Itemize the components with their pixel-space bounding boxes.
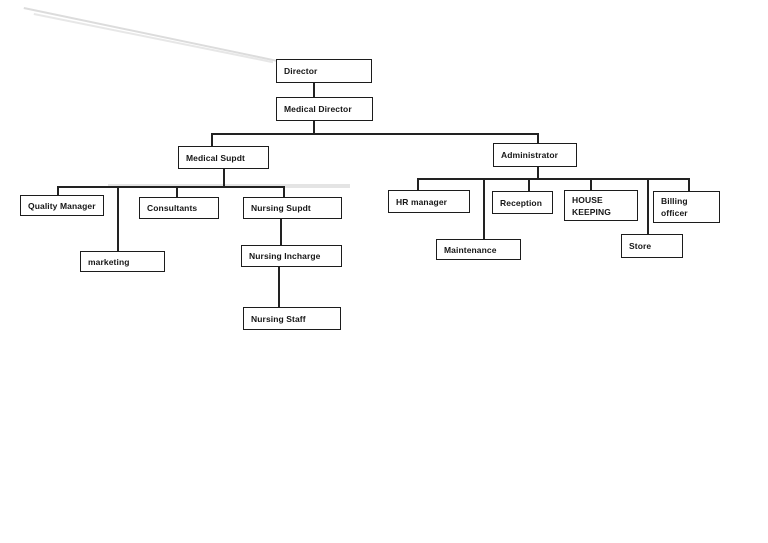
scan-streak-artifact: [33, 13, 274, 63]
org-node-marketing: marketing: [80, 251, 165, 272]
connector-line: [278, 266, 280, 308]
org-node-consultants: Consultants: [139, 197, 219, 219]
org-node-label: marketing: [88, 256, 130, 267]
org-node-nursing-incharge: Nursing Incharge: [241, 245, 342, 267]
org-node-label: Nursing Incharge: [249, 251, 321, 261]
org-node-label: Store: [629, 241, 652, 251]
connector-line: [590, 178, 592, 191]
org-node-label: Medical Director: [284, 104, 352, 114]
org-node-medical-director: Medical Director: [276, 97, 373, 121]
org-node-hr-manager: HR manager: [388, 190, 470, 213]
org-node-administrator: Administrator: [493, 143, 577, 167]
org-node-billing-officer: Billing officer: [653, 191, 720, 223]
org-node-label: Billing: [661, 196, 688, 206]
org-node-store: Store: [621, 234, 683, 258]
org-node-label: Nursing Supdt: [251, 203, 311, 213]
connector-line: [537, 133, 539, 144]
connector-line: [57, 186, 284, 188]
org-node-nursing-staff: Nursing Staff: [243, 307, 341, 330]
connector-line: [283, 186, 285, 198]
connector-line: [688, 178, 690, 192]
org-node-label: Medical Supdt: [186, 152, 245, 163]
connector-line: [528, 178, 530, 192]
connector-line: [313, 121, 315, 134]
org-node-maintenance: Maintenance: [436, 239, 521, 260]
connector-line: [483, 178, 485, 240]
org-node-nursing-supdt: Nursing Supdt: [243, 197, 342, 219]
org-node-label: Consultants: [147, 203, 198, 213]
connector-line: [176, 186, 178, 198]
org-node-label: Reception: [500, 197, 542, 208]
org-node-label: HR manager: [396, 196, 448, 207]
org-node-label: Director: [284, 66, 318, 76]
org-node-label: HOUSE: [572, 194, 603, 205]
connector-line: [117, 186, 119, 252]
connector-line: [537, 166, 539, 179]
org-node-label: officer: [661, 208, 688, 218]
connector-line: [417, 178, 419, 191]
connector-line: [280, 218, 282, 246]
connector-line: [211, 133, 213, 147]
org-node-medical-supdt: Medical Supdt: [178, 146, 269, 169]
connector-line: [647, 178, 649, 235]
connector-line: [57, 186, 59, 196]
org-node-label: Maintenance: [444, 244, 497, 255]
org-node-director: Director: [276, 59, 372, 83]
connector-line: [417, 178, 690, 180]
org-node-reception: Reception: [492, 191, 553, 214]
connector-line: [211, 133, 538, 135]
org-node-label: Administrator: [501, 150, 559, 160]
org-node-label: KEEPING: [572, 206, 611, 217]
connector-line: [313, 83, 315, 98]
scan-smudge-artifact: [108, 184, 350, 188]
connector-line: [223, 168, 225, 187]
org-node-label: Nursing Staff: [251, 313, 306, 324]
org-node-label: Quality Manager: [28, 200, 96, 211]
org-node-quality-manager: Quality Manager: [20, 195, 104, 216]
